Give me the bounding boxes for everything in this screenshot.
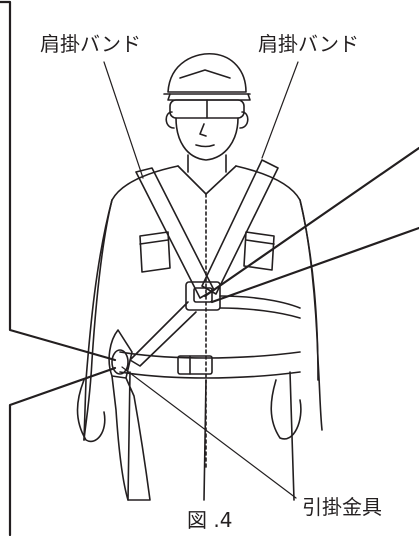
right-pointer-lines	[205, 148, 419, 302]
hook-fitting-label: 引掛金具	[302, 497, 382, 517]
shoulder-band-label-right: 肩掛バンド	[258, 34, 359, 54]
shoulder-band-label-left: 肩掛バンド	[40, 34, 141, 54]
harness-straps	[130, 160, 300, 366]
figure-caption: 図 .4	[187, 510, 232, 530]
worker-head	[164, 54, 250, 194]
leader-lines	[104, 62, 298, 498]
worker-body	[78, 166, 323, 500]
